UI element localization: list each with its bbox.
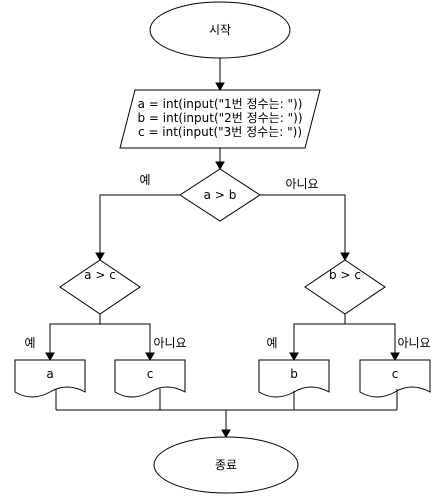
edge-outputs-to-end bbox=[55, 389, 398, 439]
start-node: 시작 bbox=[149, 1, 291, 59]
no-label-ac: 아니요 bbox=[153, 336, 186, 350]
decision-ac-label: a > c bbox=[84, 268, 116, 282]
output-b-label: b bbox=[290, 367, 298, 381]
yes-label-ac: 예 bbox=[24, 336, 35, 350]
edge-ab-yes bbox=[95, 194, 180, 262]
output-a-node: a bbox=[14, 359, 86, 398]
no-label-bc: 아니요 bbox=[397, 336, 430, 350]
edge-ac-branches bbox=[45, 314, 155, 362]
edge-ab-no bbox=[260, 194, 350, 262]
output-a-label: a bbox=[46, 367, 53, 381]
decision-ac-node: a > c bbox=[59, 259, 141, 315]
decision-bc-label: b > c bbox=[329, 268, 361, 282]
decision-bc-node: b > c bbox=[304, 259, 386, 315]
output-c-right-label: c bbox=[392, 367, 399, 381]
yes-label-ab: 예 bbox=[139, 173, 150, 187]
output-c-left-label: c bbox=[147, 367, 154, 381]
output-c-left-node: c bbox=[114, 359, 186, 398]
no-label-ab: 아니요 bbox=[285, 177, 318, 191]
edge-input-to-decision-ab bbox=[215, 148, 225, 171]
output-c-right-node: c bbox=[359, 359, 431, 398]
input-line-3: c = int(input("3번 정수는: ")) bbox=[138, 125, 302, 139]
end-label: 종료 bbox=[215, 458, 237, 472]
input-node: a = int(input("1번 정수는: ")) b = int(input… bbox=[119, 89, 321, 149]
start-label: 시작 bbox=[209, 23, 231, 37]
input-line-1: a = int(input("1번 정수는: ")) bbox=[138, 97, 303, 111]
yes-label-bc: 예 bbox=[266, 336, 277, 350]
edge-start-to-input bbox=[215, 58, 225, 92]
end-node: 종료 bbox=[153, 436, 299, 494]
input-line-2: b = int(input("2번 정수는: ")) bbox=[137, 111, 302, 125]
decision-ab-label: a > b bbox=[204, 188, 237, 202]
edge-bc-branches bbox=[289, 314, 400, 362]
decision-ab-node: a > b bbox=[179, 168, 261, 222]
